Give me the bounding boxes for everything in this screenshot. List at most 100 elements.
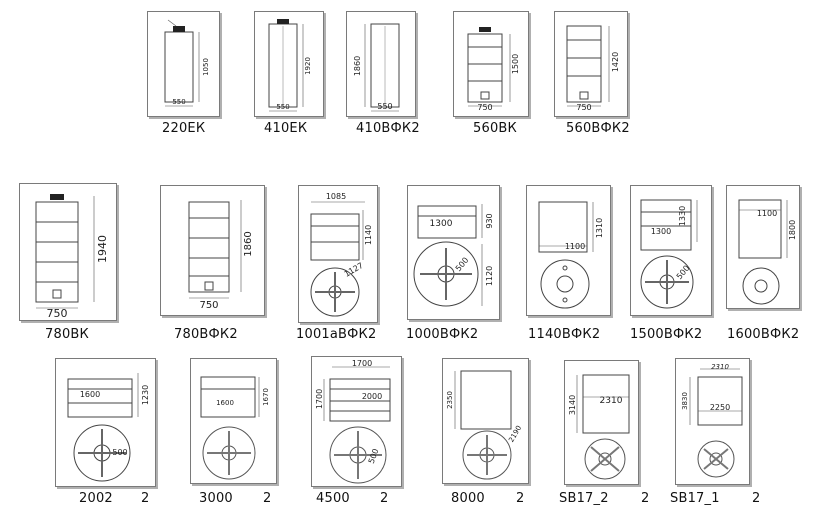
tank-label: 220ЕК (162, 121, 206, 136)
dim-width: 1600 (80, 390, 100, 399)
tank-card-560vfk2: 1420 750 (554, 11, 628, 117)
dim-top-width: 1085 (326, 192, 346, 201)
tank-card-sb17-1: 2310 3830 2250 (675, 358, 750, 485)
tank-card-410vfk2: 1860 550 (346, 11, 416, 117)
dim-height: 3140 (568, 395, 577, 415)
tank-label: 1140ВФК2 (528, 327, 601, 342)
dim-top-width: 2310 (711, 363, 729, 371)
dim-width: 2250 (710, 403, 730, 412)
tank-label-suffix: 2 (380, 491, 389, 506)
tank-label: SB17_1 (670, 491, 720, 506)
tank-drawing-1500vfk2: 1300 1330 500 (640, 199, 698, 309)
dim-hatch: 500 (367, 447, 381, 464)
tank-label-suffix: 2 (263, 491, 272, 506)
tank-label-suffix: 2 (516, 491, 525, 506)
tank-drawing-1140vfk2: 1310 1100 (538, 201, 604, 309)
tank-card-780vfk2: 1860 750 (160, 185, 265, 316)
tank-drawing-8000: 2350 2190 (446, 370, 523, 480)
tank-drawing-560vfk2: 1420 750 (566, 25, 620, 112)
tank-label-suffix: 2 (752, 491, 761, 506)
tank-card-4500: 1700 2000 1700 500 (311, 356, 402, 487)
tank-drawing-220ek: 1050 550 (164, 19, 210, 107)
dim-top-width: 1700 (352, 359, 372, 368)
tank-label-suffix: 2 (141, 491, 150, 506)
tank-drawing-410vfk2: 1860 550 (353, 23, 400, 112)
tank-card-3000: 1600 1670 (190, 358, 277, 484)
tank-card-8000: 2350 2190 (442, 358, 529, 484)
dim-height: 1800 (788, 220, 797, 240)
dim-height: 1230 (141, 385, 150, 405)
dim-width: 750 (477, 103, 492, 112)
dim-width: 1100 (757, 209, 777, 218)
dim-width: 1100 (565, 242, 585, 251)
tank-label: 780ВК (45, 327, 89, 342)
tank-label: 4500 (316, 491, 350, 506)
dim-diameter: 1120 (485, 266, 494, 286)
tank-drawing-1000vfk2: 1300 930 1120 500 (413, 204, 494, 307)
dim-diameter: 1127 (343, 261, 365, 279)
dim-width: 1600 (216, 399, 234, 407)
dim-width: 550 (276, 103, 289, 111)
dim-height: 1420 (611, 52, 620, 72)
dim-height: 1700 (315, 389, 324, 409)
dim-height: 1860 (353, 56, 362, 76)
dim-height: 1140 (364, 225, 373, 245)
dim-height: 2350 (446, 391, 454, 409)
dim-width: 750 (47, 307, 68, 320)
tank-card-2002: 1600 1230 500 (55, 358, 156, 487)
tank-drawing-sb17-1: 2310 3830 2250 (681, 363, 743, 478)
tank-drawing-1600vfk2: 1100 1800 (738, 199, 797, 305)
dim-hatch: 500 (112, 448, 127, 457)
tank-card-sb17-2: 3140 2310 (564, 360, 639, 485)
tank-label: 560ВФК2 (566, 121, 630, 136)
dim-width: 550 (172, 98, 185, 106)
tank-drawing-4500: 1700 2000 1700 500 (315, 359, 391, 484)
tank-label: SB17_2 (559, 491, 609, 506)
tank-label: 780ВФК2 (174, 327, 238, 342)
dim-diameter: 2190 (507, 424, 523, 443)
dim-height: 930 (485, 213, 494, 228)
dim-height: 1940 (96, 235, 109, 263)
dim-height: 1330 (678, 206, 687, 226)
dim-width: 550 (377, 102, 392, 111)
dim-hatch: 500 (454, 256, 471, 273)
tank-drawing-780vk: 1940 750 (35, 194, 109, 320)
dim-width: 750 (199, 300, 218, 311)
dim-height: 1050 (202, 58, 210, 76)
tank-card-1001avfk2: 1085 1140 1127 (298, 185, 378, 323)
tank-card-1600vfk2: 1100 1800 (726, 185, 800, 309)
dim-width: 750 (576, 103, 591, 112)
tank-label: 560ВК (473, 121, 517, 136)
tank-drawing-780vfk2: 1860 750 (188, 200, 254, 311)
tank-label: 2002 (79, 491, 113, 506)
tank-drawing-sb17-2: 3140 2310 (568, 374, 630, 480)
tank-card-410ek: 1920 550 (254, 11, 324, 117)
dim-body-width: 2000 (362, 392, 382, 401)
dim-height: 1670 (262, 388, 270, 406)
dim-hatch: 500 (675, 264, 692, 281)
tank-drawing-560vk: 1500 750 (467, 27, 520, 112)
tank-drawing-3000: 1600 1670 (200, 376, 270, 480)
tank-drawing-1001avfk2: 1085 1140 1127 (310, 192, 373, 317)
tank-drawing-410ek: 1920 550 (268, 19, 312, 112)
tank-card-1000vfk2: 1300 930 1120 500 (407, 185, 500, 320)
dim-height: 1310 (595, 218, 604, 238)
dim-width: 1300 (430, 219, 453, 229)
tank-card-220ek: 1050 550 (147, 11, 220, 117)
tank-label: 1001аВФК2 (296, 327, 377, 342)
dim-height: 1500 (511, 54, 520, 74)
tank-label: 3000 (199, 491, 233, 506)
dim-height: 1920 (304, 57, 312, 75)
tank-label-suffix: 2 (641, 491, 650, 506)
tank-drawing-2002: 1600 1230 500 (67, 373, 150, 482)
dim-height: 3830 (681, 392, 689, 410)
tank-label: 1500ВФК2 (630, 327, 703, 342)
tank-label: 410ВФК2 (356, 121, 420, 136)
tank-label: 410ЕК (264, 121, 308, 136)
tank-card-560vk: 1500 750 (453, 11, 529, 117)
tank-label: 8000 (451, 491, 485, 506)
dim-height: 1860 (243, 231, 254, 256)
tank-label: 1000ВФК2 (406, 327, 479, 342)
tank-card-1500vfk2: 1300 1330 500 (630, 185, 712, 316)
dim-width: 1300 (651, 227, 671, 236)
